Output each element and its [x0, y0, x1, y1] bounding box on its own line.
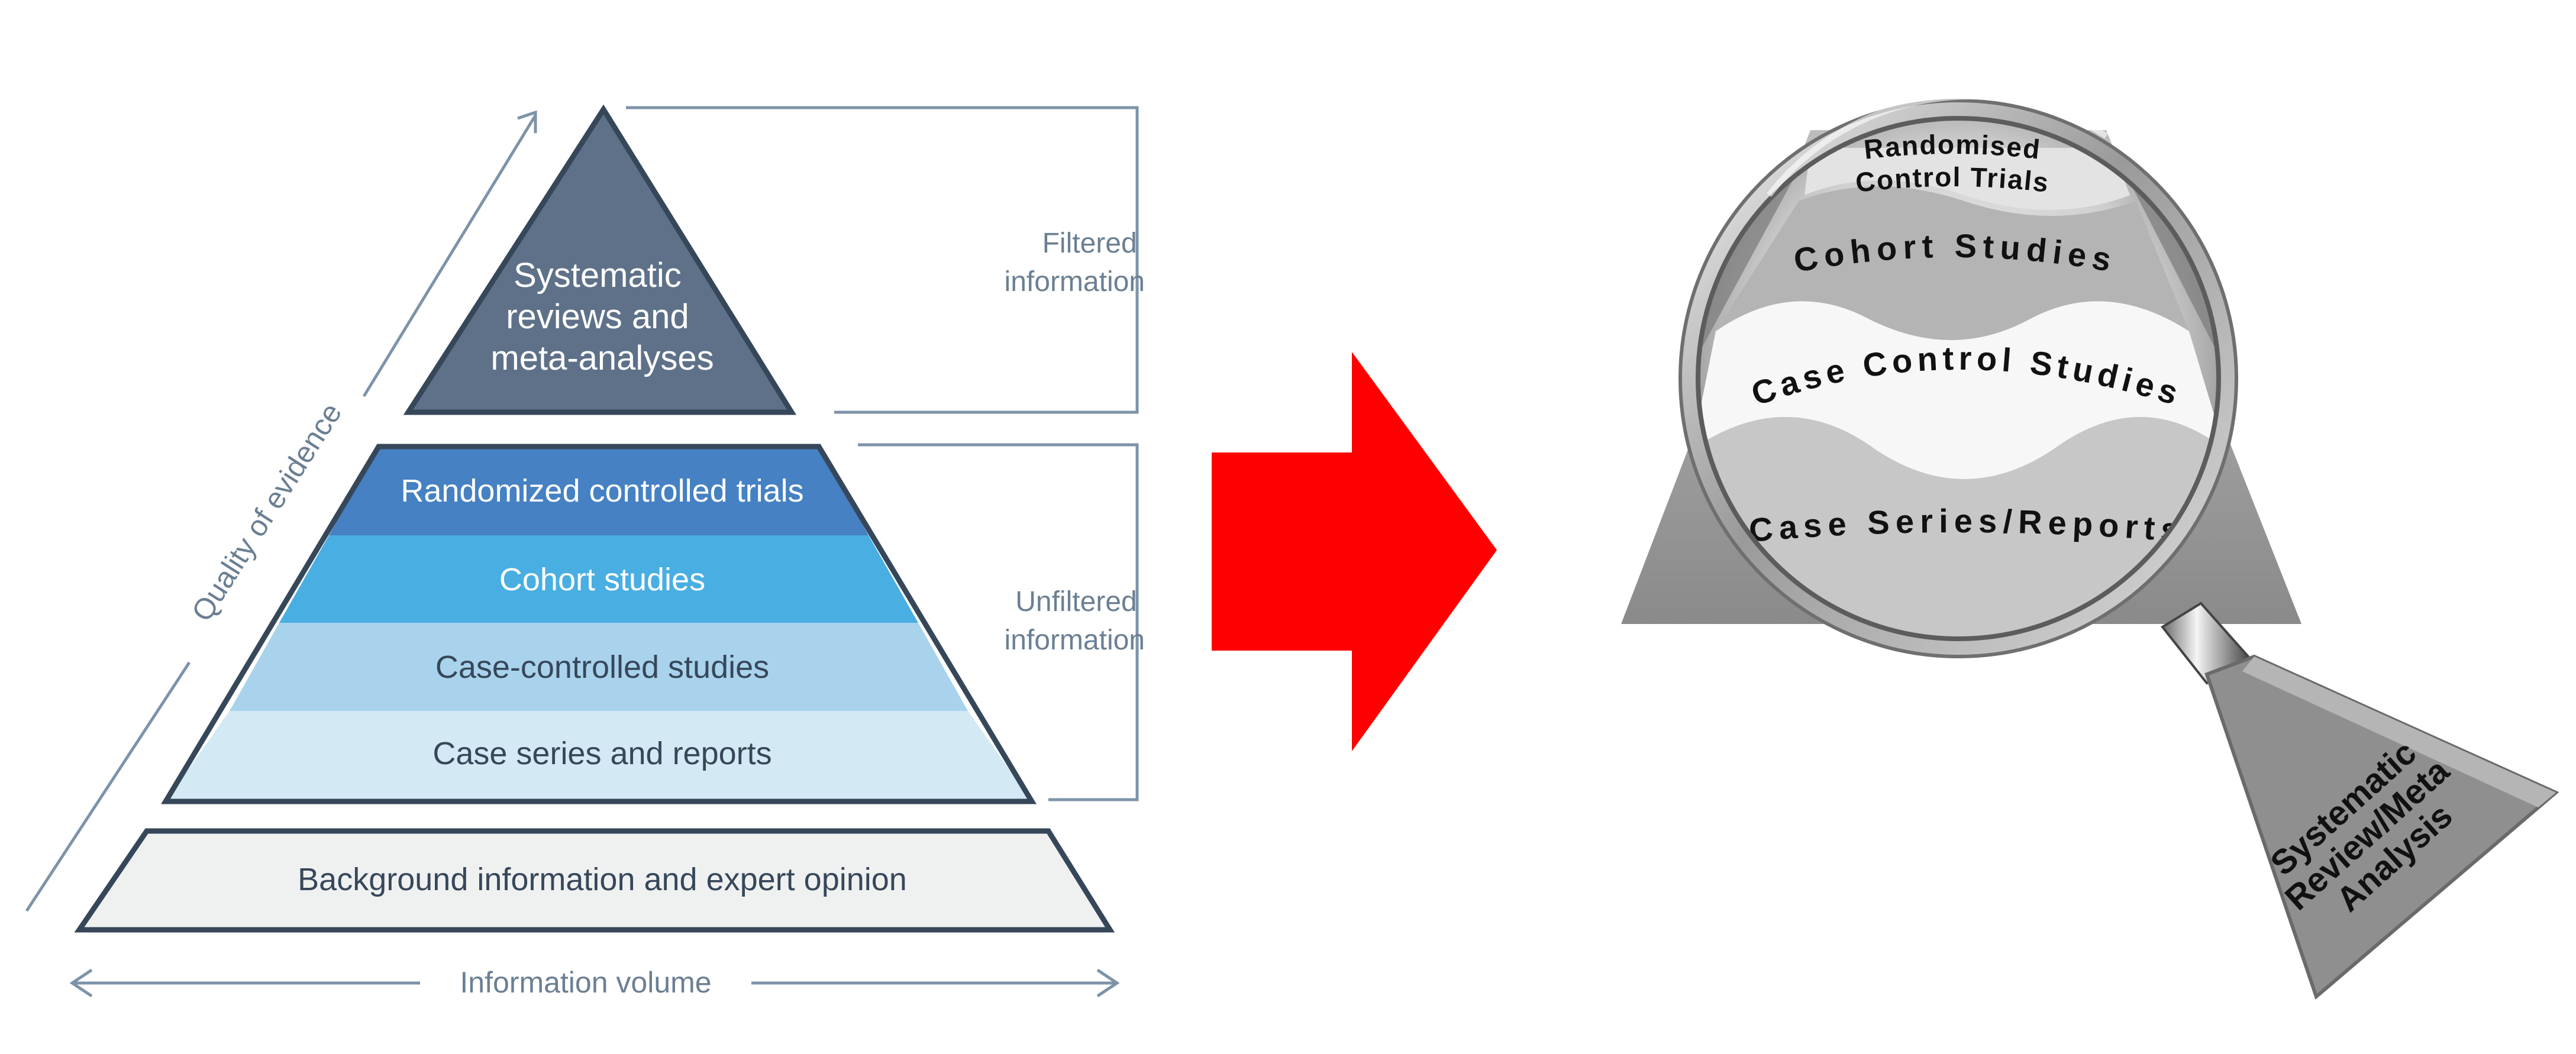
unfiltered-bracket	[858, 443, 1139, 801]
lens-content: Randomised Control Trials Cohort Studies…	[1698, 118, 2219, 639]
pyramid-base	[74, 828, 1115, 933]
magnifier-illustration: Systematic Review/Meta Analysis Randomis…	[1621, 93, 2559, 1000]
quality-axis	[25, 110, 537, 912]
filtered-label-line-2: information	[1005, 266, 1145, 298]
apex-label-line-1: Systematic	[514, 256, 682, 295]
band-case-control	[1698, 301, 2219, 479]
base-label: Background information and expert opinio…	[298, 862, 907, 897]
evidence-pyramid: Systematic reviews and meta-analyses Ran…	[25, 104, 1145, 999]
magnifier-handle: Systematic Review/Meta Analysis	[2161, 602, 2559, 1000]
unfiltered-label-line-2: information	[1005, 625, 1145, 656]
apex-label-line-3: meta-analyses	[490, 339, 714, 377]
band-case-series	[1698, 417, 2219, 639]
handle-collar	[2161, 602, 2251, 685]
unfiltered-label: Unfiltered information	[1005, 586, 1145, 656]
tier-label-case-controlled: Case-controlled studies	[435, 649, 769, 685]
handle-highlight	[2242, 657, 2556, 807]
quality-axis-arrowhead	[517, 110, 537, 133]
transition-arrow	[1212, 352, 1497, 751]
tier-label-case-series: Case series and reports	[432, 736, 771, 771]
volume-axis-label: Information volume	[460, 966, 711, 999]
pyramid-apex	[403, 104, 797, 415]
tier-cohort	[279, 535, 918, 623]
middle-trapezoid-outline	[161, 444, 1037, 804]
band-label-rct-line-1: Randomised	[1862, 129, 2042, 165]
quality-axis-line-upper	[362, 114, 537, 397]
lens-highlight	[1767, 93, 2108, 198]
volume-axis-arrowhead-left	[69, 968, 93, 998]
volume-axis-arrowhead-right	[1096, 968, 1120, 998]
tier-case-series	[166, 711, 1032, 801]
band-cohort	[1716, 186, 2189, 340]
band-rct	[1805, 148, 2130, 210]
filtered-label: Filtered information	[1005, 228, 1145, 298]
quality-axis-line-lower	[25, 661, 191, 912]
filtered-bracket	[626, 106, 1139, 414]
filtered-label-line-1: Filtered	[1042, 228, 1137, 259]
band-label-rct-line-2: Control Trials	[1854, 161, 2051, 198]
apex-label-line-2: reviews and	[506, 298, 689, 336]
tier-rct	[329, 447, 869, 535]
unfiltered-label-line-1: Unfiltered	[1015, 586, 1137, 617]
tier-case-controlled	[230, 623, 968, 711]
apex-label: Systematic reviews and meta-analyses	[490, 256, 714, 377]
lens-inner-rim	[1696, 116, 2221, 641]
tier-label-rct: Randomized controlled trials	[401, 473, 803, 509]
tier-label-cohort: Cohort studies	[499, 562, 705, 597]
volume-axis	[69, 968, 1120, 998]
